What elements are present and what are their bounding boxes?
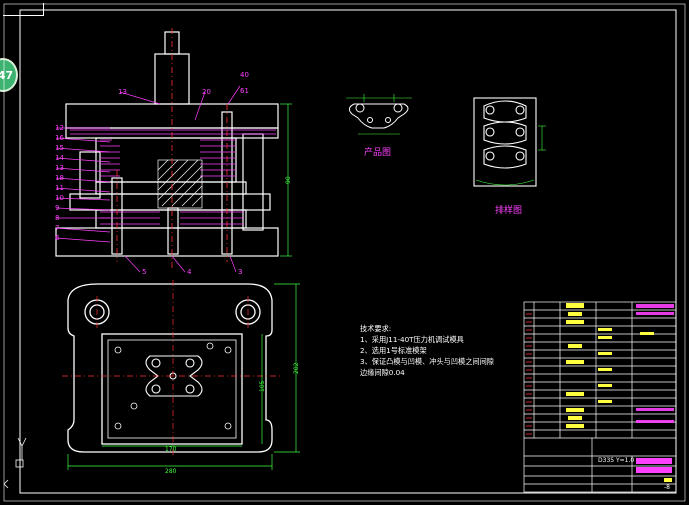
product-view	[348, 103, 409, 129]
callout-label: 20	[202, 88, 211, 96]
callout-label: 6	[55, 234, 60, 242]
plan-center-lines	[62, 280, 280, 456]
plan-dimensions: 280 170 202 105	[67, 283, 300, 475]
svg-text:90: 90	[285, 176, 292, 184]
callout-label: 13	[55, 164, 64, 172]
callout-label: 9	[55, 204, 59, 212]
ucs-axis-icon	[3, 437, 27, 489]
callout-label: 14	[55, 154, 64, 162]
svg-text:1、采用J11-40T压力机调试模具: 1、采用J11-40T压力机调试模具	[360, 335, 464, 344]
parts-row-marks	[526, 313, 532, 435]
callout-label: 12	[55, 124, 64, 132]
layout-view	[473, 97, 537, 187]
callout-label: 5	[142, 268, 146, 276]
svg-text:105: 105	[259, 380, 266, 392]
callout-label: 3	[238, 268, 242, 276]
tech-requirements: 技术要求: 1、采用J11-40T压力机调试模具 2、选用1号标准模架 3、保证…	[360, 324, 494, 377]
sheet-number: -8	[664, 484, 670, 491]
callout-label: 16	[55, 134, 64, 142]
callout-label: 61	[240, 87, 249, 95]
plan-holes	[114, 342, 232, 430]
svg-text:170: 170	[165, 446, 177, 453]
title-block-scale: D335 Y=1.0	[598, 457, 634, 464]
layout-label: 排样图	[495, 204, 522, 216]
product-label: 产品图	[364, 146, 391, 158]
svg-text:3、保证凸模与凹模、冲头与凹模之间间隙: 3、保证凸模与凹模、冲头与凹模之间间隙	[360, 357, 494, 366]
callout-label: 40	[240, 71, 249, 79]
layout-dims	[475, 125, 546, 186]
svg-text:202: 202	[293, 362, 300, 374]
plan-view	[67, 283, 273, 453]
callout-label: 13	[118, 88, 127, 96]
title-block	[523, 301, 677, 493]
callout-numbers: 13 20 40 61 12 16 15 14 13 18 11 10 9 8 …	[55, 71, 249, 276]
callout-label: 15	[55, 144, 64, 152]
height-dimension: 90	[280, 103, 292, 257]
callout-label: 8	[55, 214, 59, 222]
callout-label: 10	[55, 194, 64, 202]
punch-core	[157, 159, 203, 209]
callout-label: 11	[55, 184, 64, 192]
sheet-border	[3, 3, 686, 502]
section-view	[55, 31, 279, 257]
outer-frame	[19, 9, 677, 494]
callout-label: 18	[55, 174, 64, 182]
svg-text:技术要求:: 技术要求:	[360, 324, 391, 333]
callout-label: 4	[187, 268, 192, 276]
parts-list-marks	[566, 303, 674, 482]
callout-label: 7	[55, 224, 59, 232]
svg-text:边缘间隙0.04: 边缘间隙0.04	[360, 368, 405, 377]
callout-leaders	[55, 85, 241, 273]
center-lines	[116, 28, 228, 270]
svg-text:2、选用1号标准模架: 2、选用1号标准模架	[360, 346, 427, 355]
section-hatching	[70, 129, 276, 225]
svg-text:280: 280	[165, 468, 177, 475]
product-dims	[346, 94, 412, 135]
